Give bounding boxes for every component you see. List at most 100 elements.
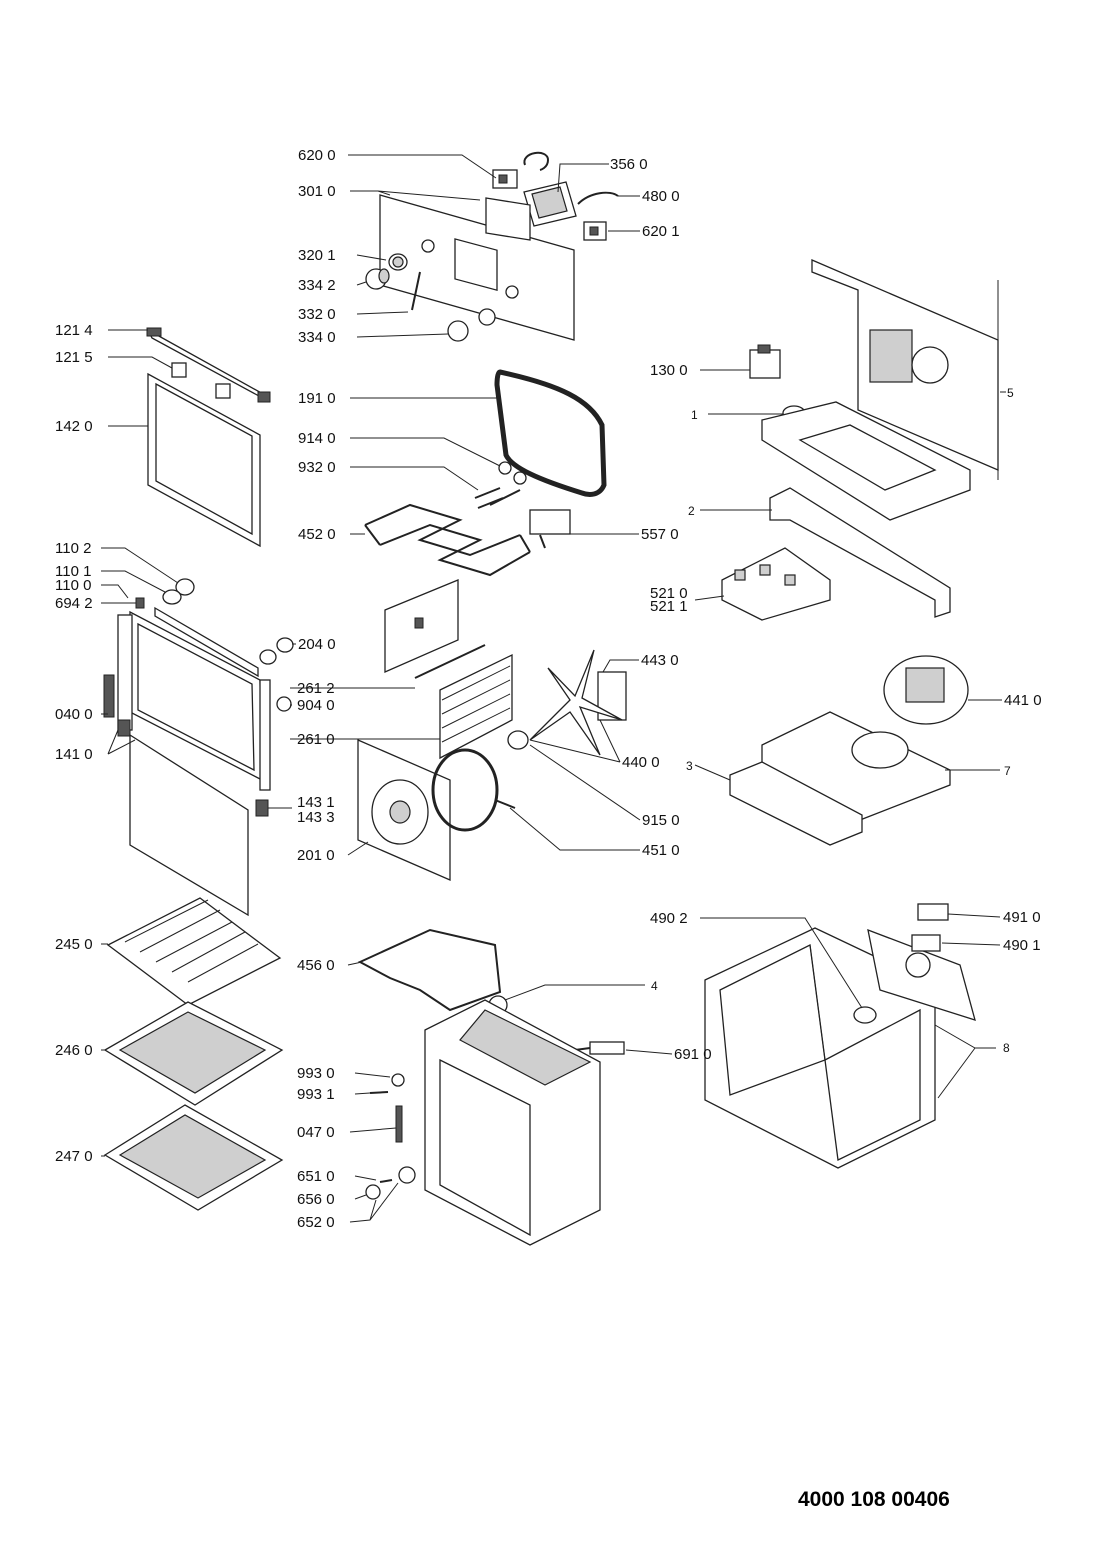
part-label: 490 2 — [650, 910, 688, 927]
control-board-521 — [721, 547, 831, 621]
part-label: 521 1 — [650, 598, 688, 615]
part-label: 652 0 — [297, 1214, 335, 1231]
part-label: 191 0 — [298, 390, 336, 407]
part-label: 480 0 — [642, 188, 680, 205]
grill-element-452-0 — [364, 489, 531, 577]
washer-right-2 — [276, 637, 294, 653]
switch-620-0 — [492, 169, 518, 189]
part-label: 914 0 — [298, 430, 336, 447]
washer-110-2 — [175, 578, 195, 596]
thermostat-557-0 — [529, 509, 571, 549]
part-label: 121 4 — [55, 322, 93, 339]
part-label: 332 0 — [298, 306, 336, 323]
part-label: 904 0 — [297, 697, 335, 714]
rear-panel-5 — [811, 259, 999, 471]
front-strip-3 — [729, 761, 863, 846]
part-label: 142 0 — [55, 418, 93, 435]
knob-320-1 — [388, 253, 408, 271]
wire-upper — [523, 151, 550, 171]
door-glass-142-0 — [147, 372, 261, 548]
part-label: 201 0 — [297, 847, 335, 864]
part-label: 204 0 — [298, 636, 336, 653]
bracket-121-5 — [171, 362, 187, 378]
part-label: 2 — [688, 504, 695, 518]
hinge-694-2 — [135, 597, 145, 609]
part-label: 915 0 — [642, 812, 680, 829]
part-label: 334 0 — [298, 329, 336, 346]
part-label: 4 — [651, 979, 658, 993]
bulb-904-0 — [276, 696, 292, 712]
part-label: 557 0 — [641, 526, 679, 543]
part-label: 247 0 — [55, 1148, 93, 1165]
cavity — [424, 999, 601, 1246]
part-label: 932 0 — [298, 459, 336, 476]
part-label: 143 1 — [297, 794, 335, 811]
display-frame-356-0 — [523, 181, 577, 227]
part-labels: 620 0 356 0 301 0 480 0 620 1 320 1 334 … — [55, 147, 1042, 1231]
fan-cover-201-0 — [357, 739, 451, 881]
washer-110-1 — [162, 589, 182, 605]
bracket-121-5b — [215, 383, 231, 399]
leader-lines — [101, 154, 1006, 1223]
part-label: 121 5 — [55, 349, 93, 366]
part-label: 651 0 — [297, 1168, 335, 1185]
hinge-right — [259, 679, 271, 791]
clip-143 — [255, 799, 269, 817]
connector-490-1 — [911, 934, 941, 952]
connector-491-0 — [917, 903, 949, 921]
part-label: 490 1 — [1003, 937, 1041, 954]
part-label: 694 2 — [55, 595, 93, 612]
part-label: 656 0 — [297, 1191, 335, 1208]
part-label: 110 1 — [55, 563, 91, 580]
part-label: 5 — [1007, 386, 1014, 400]
part-label: 320 1 — [298, 247, 336, 264]
fan-motor-130-0 — [749, 344, 781, 379]
nuts-914-932 — [474, 461, 527, 509]
part-label: 246 0 — [55, 1042, 93, 1059]
part-label: 130 0 — [650, 362, 688, 379]
gasket-191-0 — [494, 369, 607, 497]
probe-332-0 — [411, 271, 421, 311]
rack-261-0 — [439, 653, 513, 760]
part-label: 110 2 — [55, 540, 91, 557]
part-label: 7 — [1004, 764, 1011, 778]
part-label: 521 0 — [650, 585, 688, 602]
document-number: 4000 108 00406 — [798, 1488, 950, 1511]
part-label: 040 0 — [55, 706, 93, 723]
top-cover — [761, 401, 971, 521]
fan-443-0 — [529, 649, 627, 756]
part-label: 8 — [1003, 1041, 1010, 1055]
part-label: 261 0 — [297, 731, 335, 748]
panel-301-0 — [379, 194, 575, 341]
part-label: 301 0 — [298, 183, 336, 200]
part-label: 443 0 — [641, 652, 679, 669]
motor-441-0 — [883, 655, 969, 725]
rail-261-2 — [414, 644, 486, 679]
part-label: 440 0 — [622, 754, 660, 771]
part-label: 993 0 — [297, 1065, 335, 1082]
part-label: 441 0 — [1004, 692, 1042, 709]
cap-490-2 — [853, 1006, 877, 1024]
part-label: 1 — [691, 408, 698, 422]
door-profile-121-4 — [146, 327, 271, 403]
screws-993 — [369, 1073, 405, 1094]
part-label: 245 0 — [55, 936, 93, 953]
switch-620-1 — [583, 221, 607, 241]
washer-right-1 — [259, 649, 277, 665]
part-label: 620 0 — [298, 147, 336, 164]
spacer-915-0 — [507, 730, 529, 750]
tray-246-0 — [103, 1001, 284, 1106]
rack-245-0 — [106, 897, 282, 1006]
bracket-047-0 — [395, 1105, 403, 1143]
part-label: 261 2 — [297, 680, 335, 697]
inner-glass — [129, 733, 249, 917]
part-label: 356 0 — [610, 156, 648, 173]
part-label: 456 0 — [297, 957, 335, 974]
part-label: 141 0 — [55, 746, 93, 763]
part-label: 691 0 — [674, 1046, 712, 1063]
part-label: 143 3 — [297, 809, 335, 826]
part-label: 451 0 — [642, 842, 680, 859]
knob-334-0 — [447, 308, 496, 342]
hinge-040-0 — [103, 614, 133, 737]
door-frame-141-0 — [129, 606, 263, 782]
